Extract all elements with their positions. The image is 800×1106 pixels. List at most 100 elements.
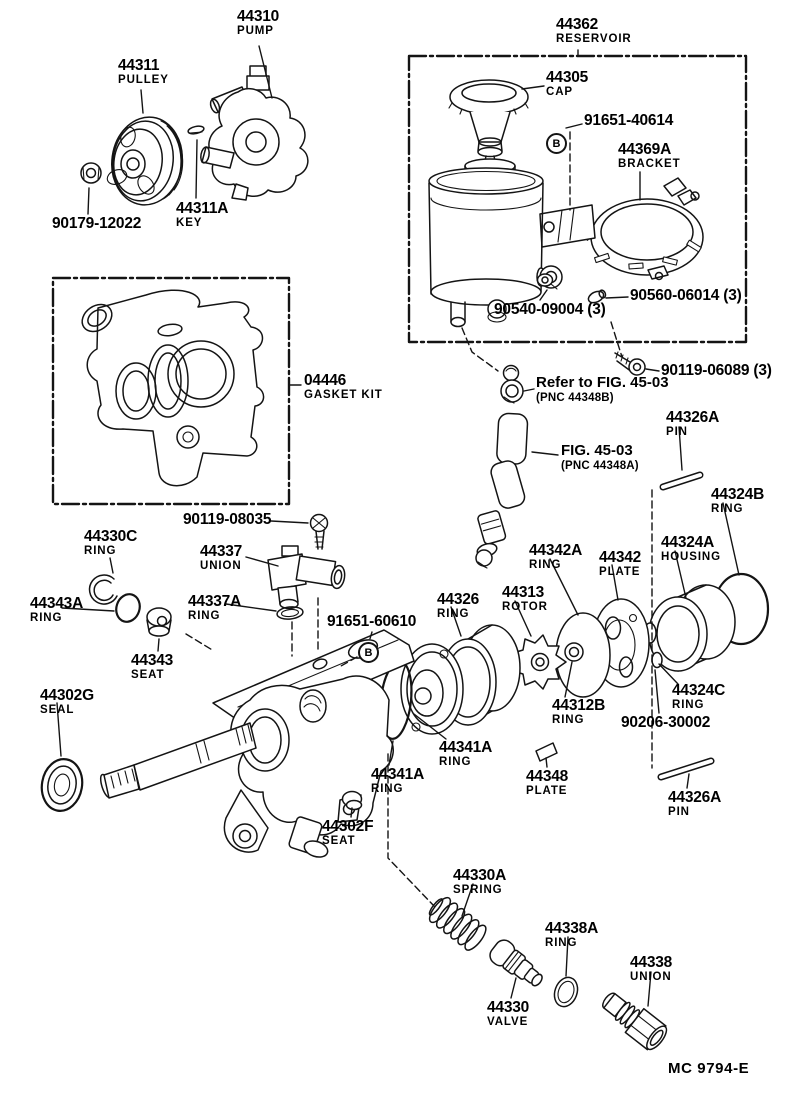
part-name: RING bbox=[84, 545, 117, 558]
part-number: 44312B bbox=[552, 697, 606, 714]
housing-44324a-drawing bbox=[648, 584, 736, 672]
screw-90119-06089-drawing bbox=[614, 351, 646, 376]
shaft-drawing bbox=[99, 722, 257, 799]
part-name: BRACKET bbox=[618, 158, 681, 171]
part-number: 44324A bbox=[661, 534, 715, 551]
note-subtext: (PNC 44348B) bbox=[536, 391, 614, 404]
part-number: 44310 bbox=[237, 8, 280, 25]
part-number: 04446 bbox=[304, 372, 347, 389]
part-name: CAP bbox=[546, 86, 573, 99]
part-number: 90560-06014 (3) bbox=[630, 287, 742, 304]
part-name: RING bbox=[672, 699, 705, 712]
ring-44312b-drawing bbox=[564, 642, 584, 662]
note-text: FIG. 45-03 bbox=[561, 442, 633, 459]
part-name: RING bbox=[439, 756, 472, 769]
screw-90560-drawing bbox=[587, 289, 607, 304]
part-name: GASKET KIT bbox=[304, 389, 383, 402]
note-text: Refer to FIG. 45-03 bbox=[536, 374, 669, 391]
part-number: 44341A bbox=[371, 766, 425, 783]
label-refer-note: Refer to FIG. 45-03(PNC 44348B) bbox=[536, 374, 669, 404]
part-number: 90119-06089 (3) bbox=[661, 362, 772, 379]
pump-drawing bbox=[200, 65, 309, 201]
part-name: UNION bbox=[630, 971, 672, 984]
label-nut-90179: 90179-12022 bbox=[52, 215, 141, 232]
part-number: 44326 bbox=[437, 591, 480, 608]
part-number: 44337 bbox=[200, 543, 243, 560]
part-name: PIN bbox=[668, 806, 690, 819]
label-bolt-91651-60610: 91651-60610 bbox=[327, 613, 416, 630]
part-number: 44348 bbox=[526, 768, 569, 785]
part-name: UNION bbox=[200, 560, 242, 573]
part-number: 90540-09004 (3) bbox=[494, 301, 606, 318]
part-number: 44330C bbox=[84, 528, 138, 545]
marker-b-body: B bbox=[358, 642, 379, 663]
part-name: PUMP bbox=[237, 25, 274, 38]
union-44337-drawing bbox=[267, 545, 346, 610]
label-screw-90560: 90560-06014 (3) bbox=[630, 287, 742, 304]
part-number: 44341A bbox=[439, 739, 493, 756]
part-name: SEAL bbox=[40, 704, 75, 717]
label-screw-90206: 90206-30002 bbox=[621, 714, 710, 731]
part-number: 90179-12022 bbox=[52, 215, 142, 232]
label-fig-note: FIG. 45-03(PNC 44348A) bbox=[561, 442, 639, 472]
connector-44348b-drawing bbox=[500, 364, 524, 404]
reservoir-drawing bbox=[428, 79, 563, 328]
rear-plate-drawing bbox=[400, 643, 464, 735]
gasket-kit-drawing bbox=[81, 289, 265, 487]
seat-44343-drawing bbox=[146, 607, 172, 637]
part-number: 44343A bbox=[30, 595, 84, 612]
part-name: RING bbox=[371, 783, 404, 796]
part-name: RING bbox=[437, 608, 470, 621]
marker-b-reservoir: B bbox=[546, 133, 567, 154]
part-name: VALVE bbox=[487, 1016, 529, 1029]
part-number: 44342A bbox=[529, 542, 583, 559]
leader-lines bbox=[56, 45, 740, 1007]
label-screw-90119-06089: 90119-06089 (3) bbox=[661, 362, 772, 379]
bracket-drawing bbox=[582, 177, 704, 281]
key-drawing bbox=[187, 125, 205, 135]
part-name: RING bbox=[711, 503, 744, 516]
pin-bottom-drawing bbox=[657, 757, 715, 781]
ring-44330c-drawing bbox=[88, 574, 118, 605]
part-number: 44337A bbox=[188, 593, 242, 610]
part-name: PLATE bbox=[599, 566, 641, 579]
hose-drawing bbox=[475, 412, 529, 569]
part-number: 44326A bbox=[666, 409, 720, 426]
screw-90540-drawing bbox=[536, 273, 558, 290]
ring-44338a-drawing bbox=[553, 976, 579, 1008]
part-number: 44324C bbox=[672, 682, 726, 699]
part-name: RING bbox=[552, 714, 585, 727]
part-number: 44338A bbox=[545, 920, 599, 937]
spring-44330a-drawing bbox=[428, 896, 487, 951]
part-name: KEY bbox=[176, 217, 203, 230]
part-number: 44330A bbox=[453, 867, 507, 884]
dashed-lines bbox=[185, 131, 653, 907]
part-number: 44369A bbox=[618, 141, 672, 158]
part-name: RING bbox=[188, 610, 221, 623]
figure-code: MC 9794-E bbox=[668, 1060, 750, 1077]
part-name: RESERVOIR bbox=[556, 33, 632, 46]
part-name: SPRING bbox=[453, 884, 503, 897]
plate-44348-drawing bbox=[535, 742, 558, 762]
label-bolt-91651-40614: 91651-40614 bbox=[584, 112, 673, 129]
part-number: 44302F bbox=[322, 818, 374, 835]
nut-drawing bbox=[80, 162, 102, 184]
